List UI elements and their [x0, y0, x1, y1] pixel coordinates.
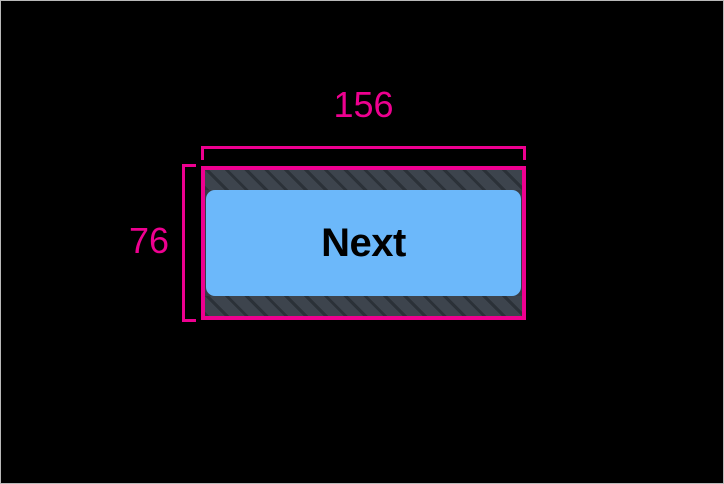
height-dimension-label: 76: [128, 220, 169, 261]
next-button-face[interactable]: Next: [206, 190, 521, 296]
width-dimension-tick-start: [201, 146, 204, 160]
width-dimension-rule: [201, 146, 526, 149]
height-dimension-tick-end: [182, 319, 196, 322]
width-dimension-label: 156: [333, 84, 394, 125]
next-button-label: Next: [321, 221, 406, 265]
height-dimension-rule: [182, 164, 185, 322]
height-dimension-tick-start: [182, 164, 196, 167]
button-top-padding-hatch: [205, 170, 522, 190]
element-bounding-box-highlight: Next: [201, 166, 526, 320]
button-bottom-padding-hatch: [205, 296, 522, 316]
width-dimension-tick-end: [523, 146, 526, 160]
width-dimension-bracket: [201, 146, 526, 162]
height-dimension-bracket: [182, 164, 198, 322]
next-button[interactable]: Next: [205, 170, 522, 316]
